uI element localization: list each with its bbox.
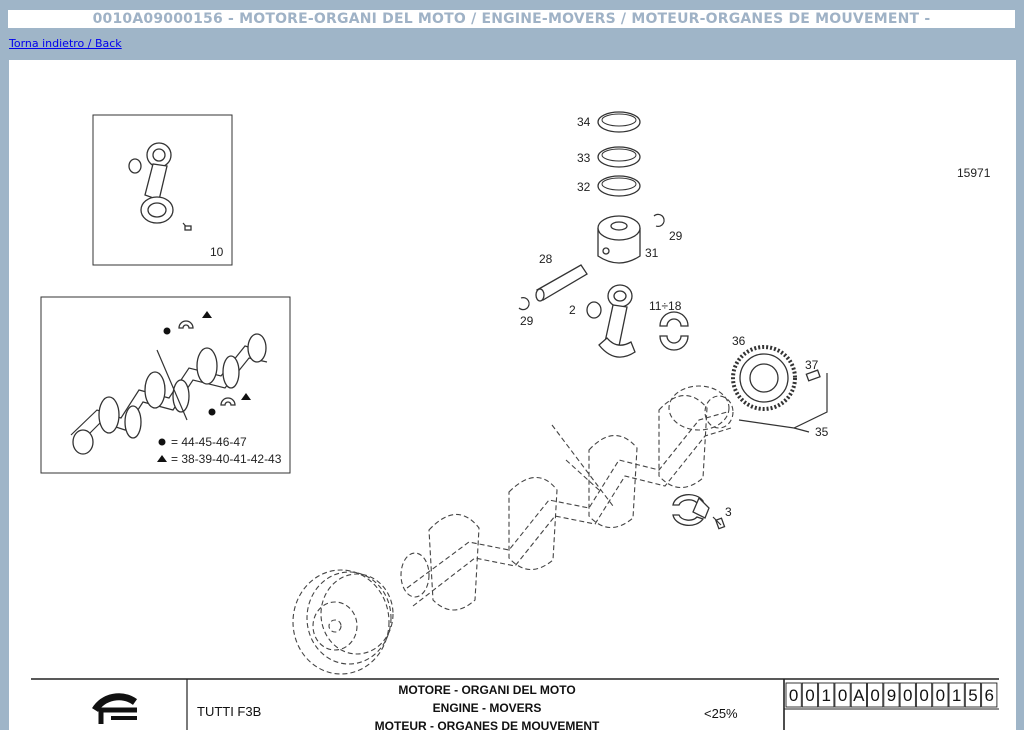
code-cell — [899, 682, 916, 708]
legend-triangle-refs: = 38-39-40-41-42-43 — [171, 452, 282, 466]
code-cell — [948, 682, 965, 708]
code-char: 6 — [985, 686, 994, 705]
callout-3: 3 — [725, 505, 732, 519]
code-cell — [883, 682, 900, 708]
callout-32: 32 — [577, 180, 591, 194]
inset-connecting-rod: 10 — [92, 114, 233, 266]
page-title: 0010A09000156 - MOTORE-ORGANI DEL MOTO /… — [8, 10, 1015, 28]
callout-11-18: 11÷18 — [649, 299, 682, 313]
connecting-rod: 2 11÷18 — [569, 284, 689, 358]
code-cell — [850, 682, 867, 708]
code-cell — [785, 682, 802, 708]
callout-36: 36 — [732, 334, 746, 348]
piston-pin: 28 29 — [518, 252, 588, 328]
code-char: 5 — [968, 686, 977, 705]
legend-circle-refs: = 44-45-46-47 — [171, 435, 247, 449]
code-char: 1 — [952, 686, 961, 705]
callout-35: 35 — [815, 425, 829, 439]
footer-line-it: MOTORE - ORGANI DEL MOTO — [398, 683, 575, 697]
exploded-parts-diagram: 10 = 44-45-46-47 = 38-39-40-41-4 — [31, 111, 999, 730]
code-cell — [867, 682, 884, 708]
code-cell — [818, 682, 835, 708]
code-char: 0 — [903, 686, 912, 705]
code-char: 0 — [919, 686, 928, 705]
callout-28: 28 — [539, 252, 553, 266]
footer-line-en: ENGINE - MOVERS — [433, 701, 542, 715]
footer-percent: <25% — [704, 706, 738, 721]
drawing-number: 15971 — [957, 166, 991, 180]
code-char: 0 — [838, 686, 847, 705]
code-cell — [981, 682, 998, 708]
code-cell — [915, 682, 933, 708]
callout-2: 2 — [569, 303, 576, 317]
back-link[interactable]: Torna indietro / Back — [9, 37, 122, 50]
code-cell — [834, 682, 851, 708]
footer-line-fr: MOTEUR - ORGANES DE MOUVEMENT — [375, 719, 600, 730]
main-bearing-bolt: 3 — [672, 493, 732, 530]
callout-34: 34 — [577, 115, 591, 129]
piston: 29 31 — [597, 213, 683, 264]
footer-model: TUTTI F3B — [197, 704, 261, 719]
code-char: 0 — [789, 686, 798, 705]
code-char: 0 — [936, 686, 945, 705]
callout-31: 31 — [645, 246, 659, 260]
timing-gear: 36 37 35 — [731, 334, 829, 439]
damper-pulley — [292, 569, 394, 675]
callout-10: 10 — [210, 245, 224, 259]
inset-crankshaft: = 44-45-46-47 = 38-39-40-41-42-43 — [40, 296, 291, 474]
code-char: 1 — [822, 686, 831, 705]
code-char: A — [853, 686, 865, 705]
callout-37: 37 — [805, 358, 819, 372]
code-char: 0 — [805, 686, 814, 705]
callout-29-bottom: 29 — [520, 314, 534, 328]
code-cell — [932, 682, 949, 708]
code-cell — [964, 682, 982, 708]
callout-33: 33 — [577, 151, 591, 165]
crankshaft-dashed — [400, 385, 734, 611]
code-cell — [801, 682, 819, 708]
piston-rings: 34 33 32 — [577, 111, 641, 197]
code-char: 0 — [870, 686, 879, 705]
parts-drawing-sheet: 10 = 44-45-46-47 = 38-39-40-41-4 — [9, 60, 1016, 730]
code-char: 9 — [887, 686, 896, 705]
title-block: TUTTI F3B MOTORE - ORGANI DEL MOTO ENGIN… — [31, 678, 999, 730]
callout-29-top: 29 — [669, 229, 683, 243]
